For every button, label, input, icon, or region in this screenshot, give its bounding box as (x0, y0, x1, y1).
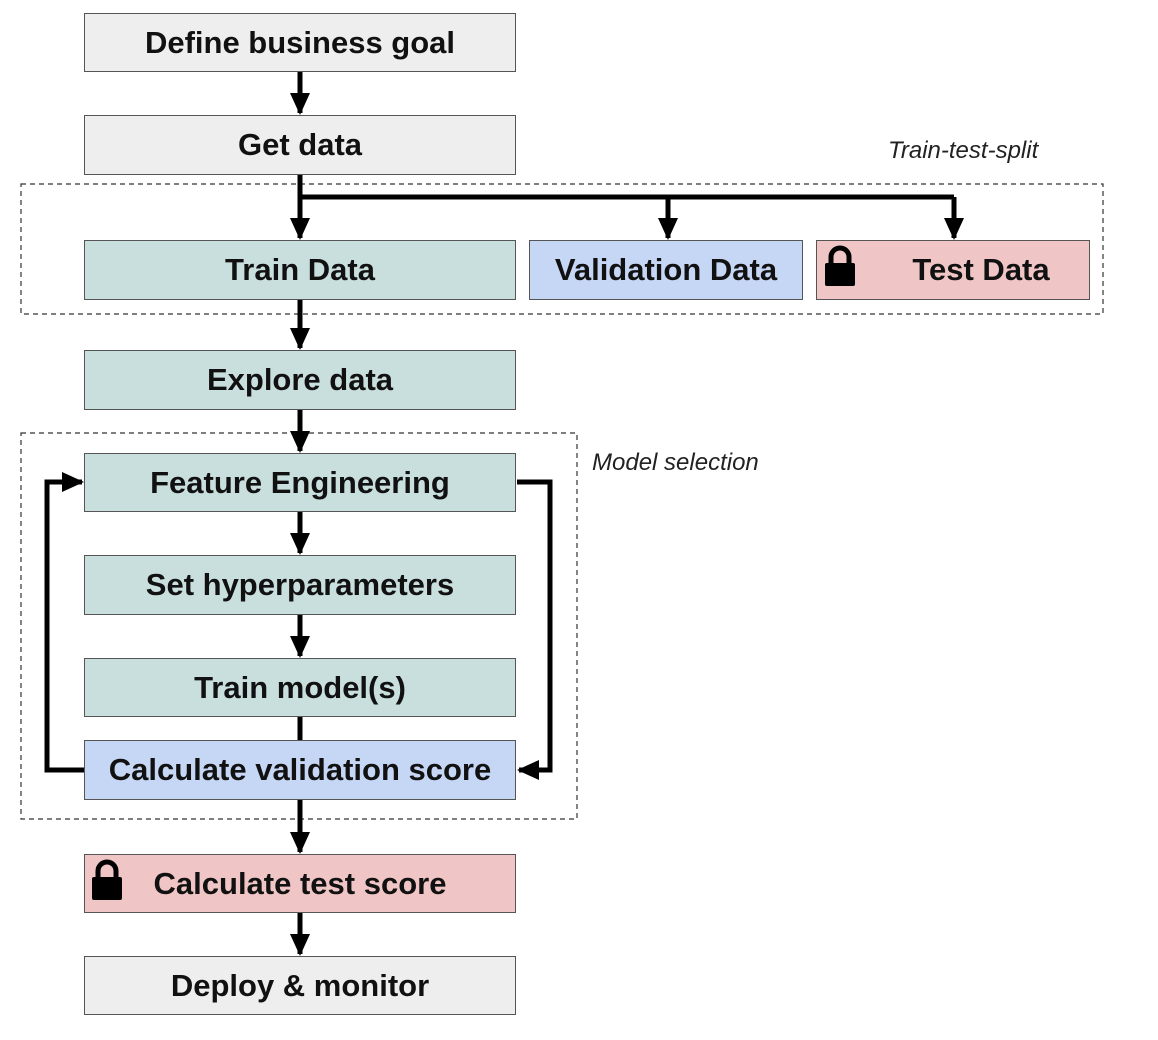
feature-engineering-step: Feature Engineering (84, 453, 516, 512)
train-test-split-group (20, 183, 1104, 315)
explore-data-step: Explore data (84, 350, 516, 410)
split-label: Test Data (912, 252, 1050, 287)
step-label: Set hyperparameters (145, 567, 455, 602)
validation-data-box: Validation Data (529, 240, 803, 300)
test-data-box: Test Data (816, 240, 1090, 300)
step-label: Deploy & monitor (170, 967, 430, 1003)
step-label: Feature Engineering (150, 464, 450, 500)
deploy-monitor-step: Deploy & monitor (84, 956, 516, 1015)
step-label: Define business goal (144, 24, 456, 60)
calculate-validation-score-step: Calculate validation score (84, 740, 516, 800)
get-data-step: Get data (84, 115, 516, 175)
step-label: Calculate validation score (108, 752, 492, 787)
train-data-box: Train Data (84, 240, 516, 300)
calculate-test-score-step: Calculate test score (84, 854, 516, 913)
lock-icon (822, 245, 858, 295)
step-label: Train model(s) (194, 669, 406, 705)
lock-icon (89, 859, 125, 909)
loop-right-arrow (517, 479, 553, 780)
model-selection-label: Model selection (592, 449, 759, 476)
step-label: Get data (237, 127, 363, 162)
set-hyperparameters-step: Set hyperparameters (84, 555, 516, 615)
split-label: Validation Data (554, 252, 778, 287)
define-business-goal-step: Define business goal (84, 13, 516, 72)
loop-left-arrow (44, 472, 84, 773)
step-label: Calculate test score (153, 865, 447, 901)
train-test-split-label: Train-test-split (888, 137, 1039, 164)
train-models-step: Train model(s) (84, 658, 516, 717)
split-label: Train Data (225, 252, 375, 287)
step-label: Explore data (206, 362, 394, 397)
